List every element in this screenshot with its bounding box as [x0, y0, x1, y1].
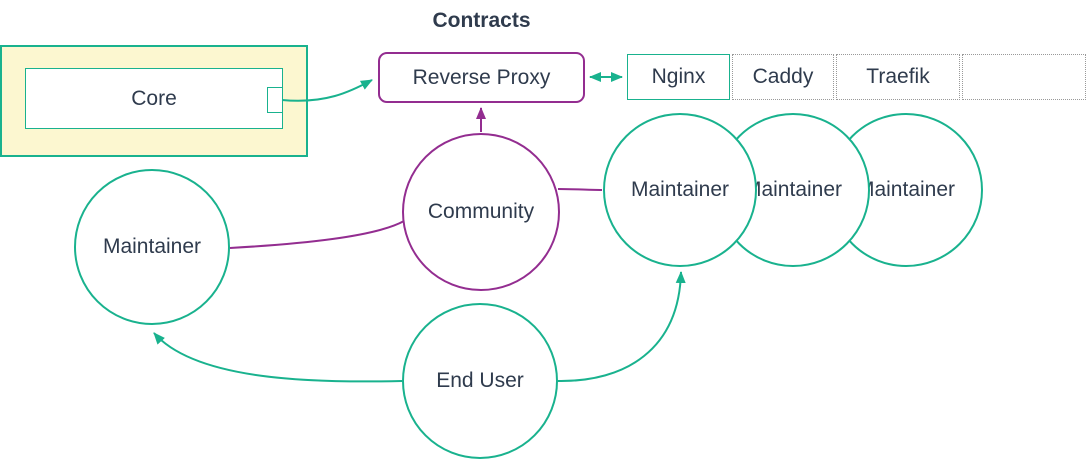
maintainer-right-label-2: Maintainer — [743, 178, 843, 201]
maintainer-left-circle: Maintainer — [74, 169, 230, 325]
maintainer-right-label-1: Maintainer — [630, 178, 730, 201]
maintainer-left-label: Maintainer — [102, 235, 202, 258]
maintainer-right-circle-1: Maintainer — [603, 113, 757, 267]
proxy-node-traefik: Traefik — [836, 54, 960, 100]
end-user-label: End User — [436, 369, 524, 392]
edge-end-user-to-maintainer-right — [557, 271, 686, 383]
reverse-proxy-node: Reverse Proxy — [378, 52, 585, 103]
maintainer-right-circle-2: Maintainer — [716, 113, 870, 267]
traefik-label: Traefik — [866, 65, 930, 88]
proxy-node-caddy: Caddy — [732, 54, 834, 100]
community-label: Community — [427, 200, 535, 223]
proxy-node-empty — [962, 54, 1086, 100]
edge-maintainer-left-community — [229, 220, 405, 249]
maintainer-right-label-3: Maintainer — [856, 178, 956, 201]
proxy-node-nginx: Nginx — [627, 54, 730, 100]
end-user-circle: End User — [402, 303, 558, 459]
edge-end-user-to-maintainer-left — [153, 332, 403, 383]
diagram-title: Contracts — [432, 9, 531, 32]
community-circle: Community — [402, 133, 560, 291]
core-node: Core — [25, 68, 283, 129]
caddy-label: Caddy — [752, 65, 814, 88]
edge-community-maintainer-right — [557, 188, 603, 191]
core-label: Core — [131, 86, 177, 110]
reverse-proxy-label: Reverse Proxy — [412, 65, 551, 89]
core-output-port — [267, 87, 283, 113]
nginx-label: Nginx — [651, 65, 706, 88]
